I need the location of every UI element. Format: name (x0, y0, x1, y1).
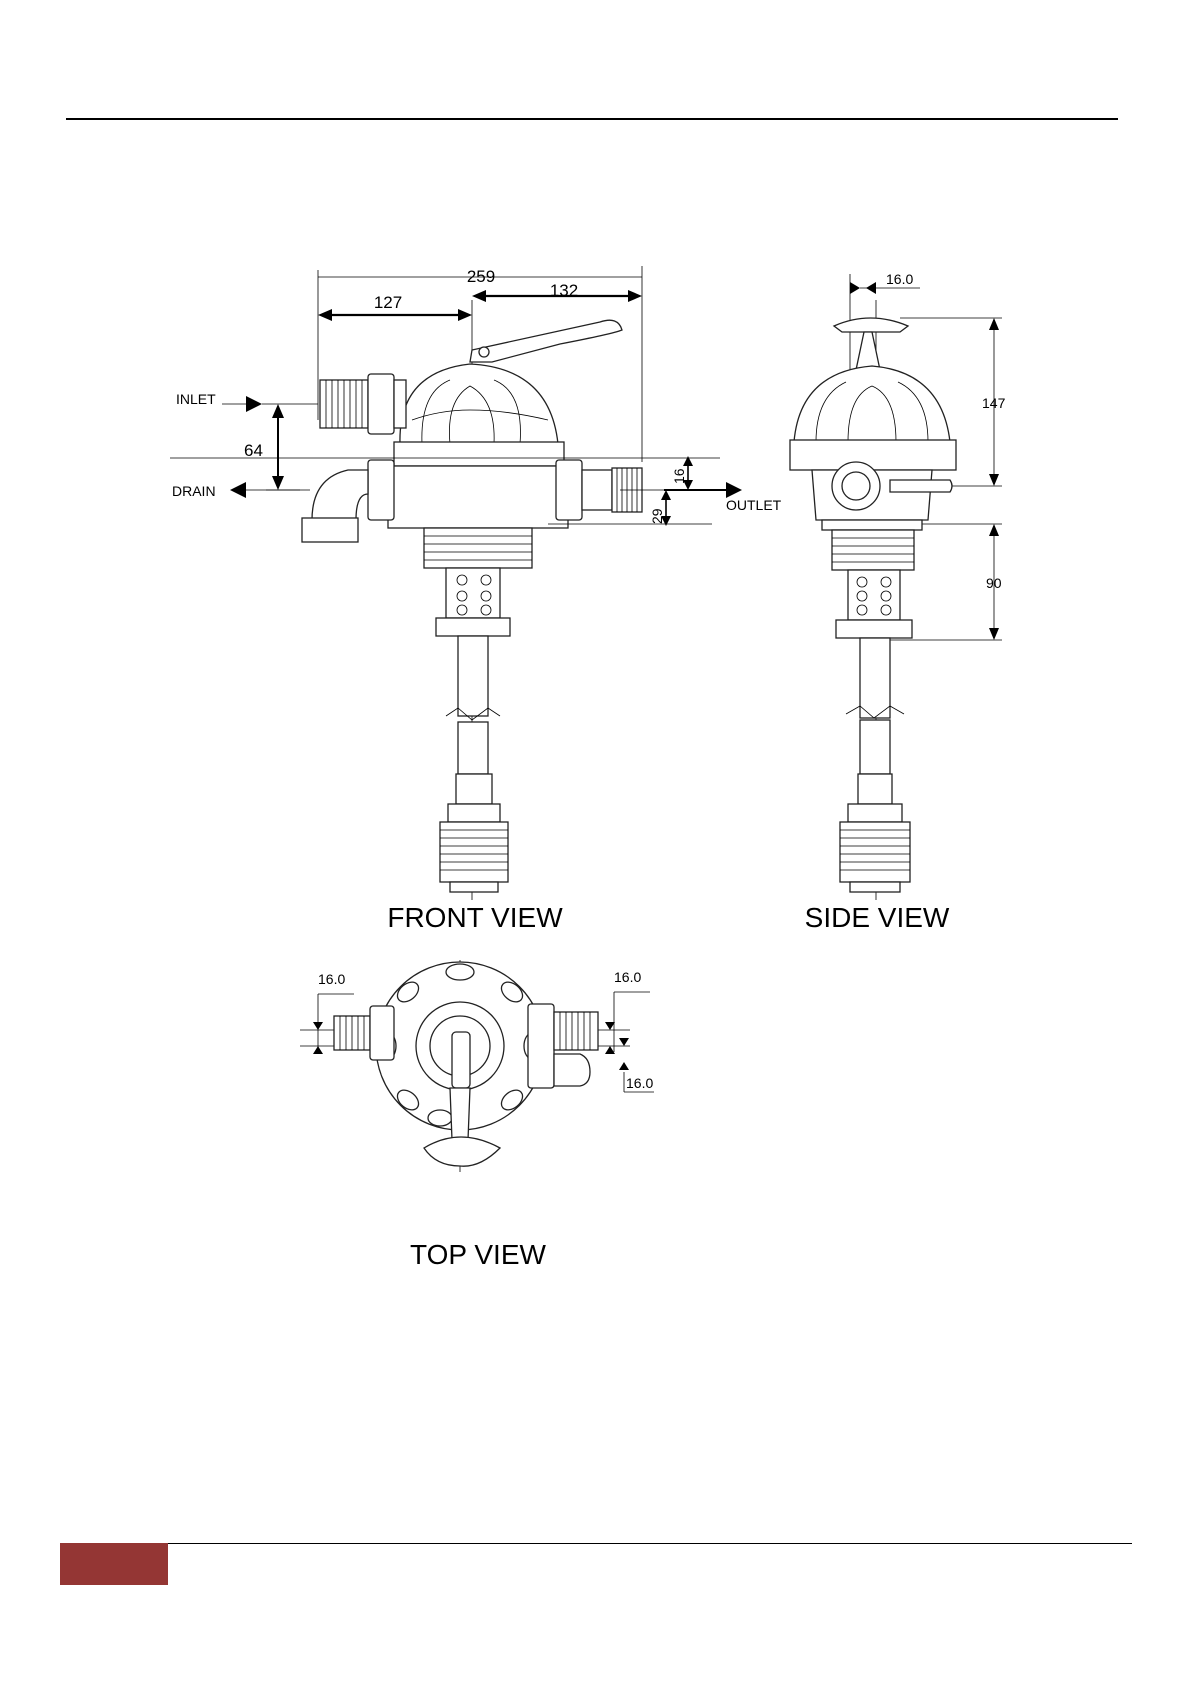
top-view-title: TOP VIEW (410, 1239, 546, 1270)
dim-thread-height: 90 (986, 575, 1002, 591)
dim-outlet-lower: 29 (649, 508, 665, 524)
dim-outlet-upper: 16 (671, 468, 687, 484)
dim-top-height: 147 (982, 395, 1006, 411)
dim-overall-width: 259 (467, 267, 495, 286)
label-outlet: OUTLET (726, 497, 782, 513)
label-drain: DRAIN (172, 483, 216, 499)
dim-top-left-port: 16.0 (318, 971, 345, 987)
dim-left-width: 127 (374, 293, 402, 312)
dim-inlet-drain-spacing: 64 (244, 441, 263, 460)
footer-accent-block (60, 1543, 168, 1585)
front-view-drawing (170, 266, 742, 900)
label-inlet: INLET (176, 391, 216, 407)
top-view-drawing (300, 960, 654, 1172)
dim-top-right-port-upper: 16.0 (614, 969, 641, 985)
side-view-title: SIDE VIEW (805, 902, 950, 933)
front-view-title: FRONT VIEW (387, 902, 563, 933)
dim-top-right-port-lower: 16.0 (626, 1075, 653, 1091)
dim-handle-offset: 16.0 (886, 271, 913, 287)
dim-right-width: 132 (550, 281, 578, 300)
footer-rule (168, 1543, 1132, 1544)
side-view-drawing (790, 274, 1002, 900)
